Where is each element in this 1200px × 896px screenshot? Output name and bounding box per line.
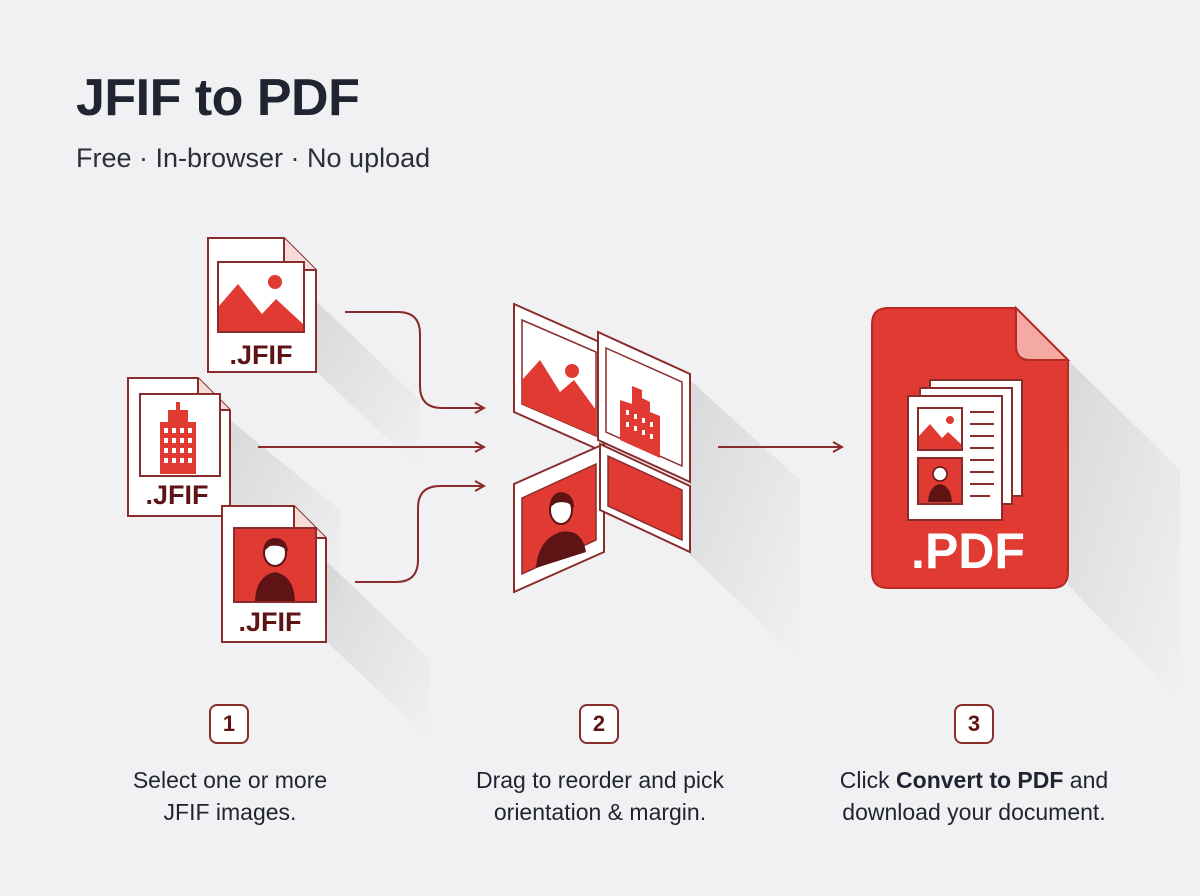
page-subtitle: Free · In-browser · No upload bbox=[76, 143, 431, 173]
step-3-text-before: Click bbox=[839, 767, 897, 793]
step-3-line-1: Click Convert to PDF and bbox=[794, 764, 1154, 796]
landscape-image-icon bbox=[522, 360, 596, 436]
jfif-label: .JFIF bbox=[145, 480, 208, 510]
page-title: JFIF to PDF bbox=[76, 69, 360, 127]
jfif-file-portrait: .JFIF bbox=[221, 505, 327, 643]
step-3-description: Click Convert to PDF and download your d… bbox=[794, 764, 1154, 828]
step-3-text-after: and bbox=[1063, 767, 1109, 793]
jfif-file-landscape: .JFIF bbox=[207, 237, 317, 373]
pdf-label: .PDF bbox=[911, 523, 1025, 579]
long-shadows bbox=[230, 300, 1180, 740]
jfif-file-building: .JFIF bbox=[127, 377, 231, 517]
step-3-line-2: download your document. bbox=[842, 799, 1106, 825]
jfif-label: .JFIF bbox=[238, 607, 301, 637]
step-1-line-2: JFIF images. bbox=[163, 799, 297, 825]
step-2-badge: 2 bbox=[579, 704, 619, 744]
step-1-description: Select one or more JFIF images. bbox=[50, 764, 410, 828]
person-portrait-icon bbox=[928, 466, 952, 502]
step-2-line-2: orientation & margin. bbox=[493, 799, 707, 825]
page-arranger bbox=[513, 302, 691, 594]
arrow-right-icon bbox=[355, 486, 484, 583]
step-2-line-1: Drag to reorder and pick bbox=[475, 767, 724, 793]
landscape-image-icon bbox=[219, 275, 303, 331]
input-connectors bbox=[258, 311, 484, 583]
step-1-badge: 1 bbox=[209, 704, 249, 744]
step-1-line-1: Select one or more bbox=[132, 767, 328, 793]
building-icon bbox=[160, 402, 196, 474]
person-portrait-icon bbox=[536, 492, 586, 568]
document-icon bbox=[907, 379, 1023, 521]
convert-to-pdf-emphasis: Convert to PDF bbox=[896, 767, 1064, 793]
arrow-right-icon bbox=[345, 311, 484, 408]
landscape-image-icon bbox=[919, 416, 961, 449]
building-icon bbox=[620, 386, 660, 458]
pdf-document: .PDF bbox=[871, 305, 1071, 589]
step-3-badge: 3 bbox=[954, 704, 994, 744]
jfif-label: .JFIF bbox=[229, 340, 292, 370]
person-portrait-icon bbox=[255, 538, 295, 601]
step-2-description: Drag to reorder and pick orientation & m… bbox=[420, 764, 780, 828]
